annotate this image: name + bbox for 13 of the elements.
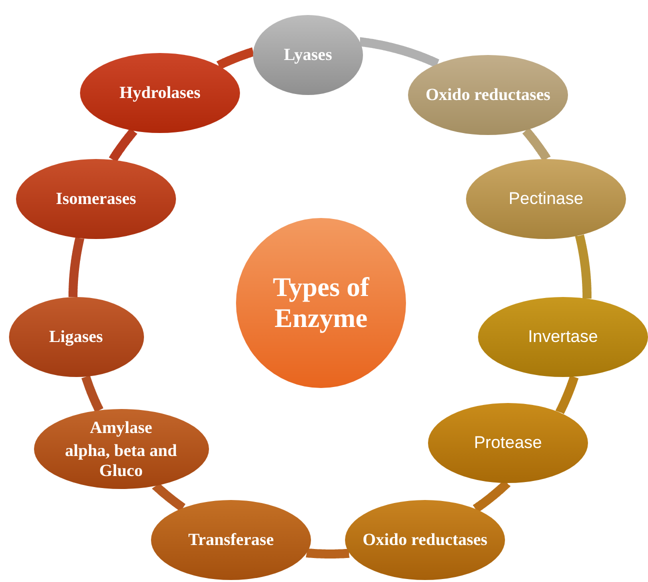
node-label: Hydrolases [120,83,200,103]
node-label: Transferase [188,530,274,550]
node-label: Protease [474,433,542,453]
node-label: Isomerases [56,189,136,209]
node-label: Ligases [49,327,103,347]
title-text: Types of Enzyme [272,272,370,334]
node-label: Invertase [528,327,598,347]
node-label: Amylase [90,418,152,438]
node-label: Oxido reductases [426,85,550,105]
node-label: Pectinase [508,189,584,209]
node-label: alpha, beta and Gluco [64,441,178,480]
node-label: Oxido reductases [362,530,488,550]
node-label: Lyases [284,45,332,65]
